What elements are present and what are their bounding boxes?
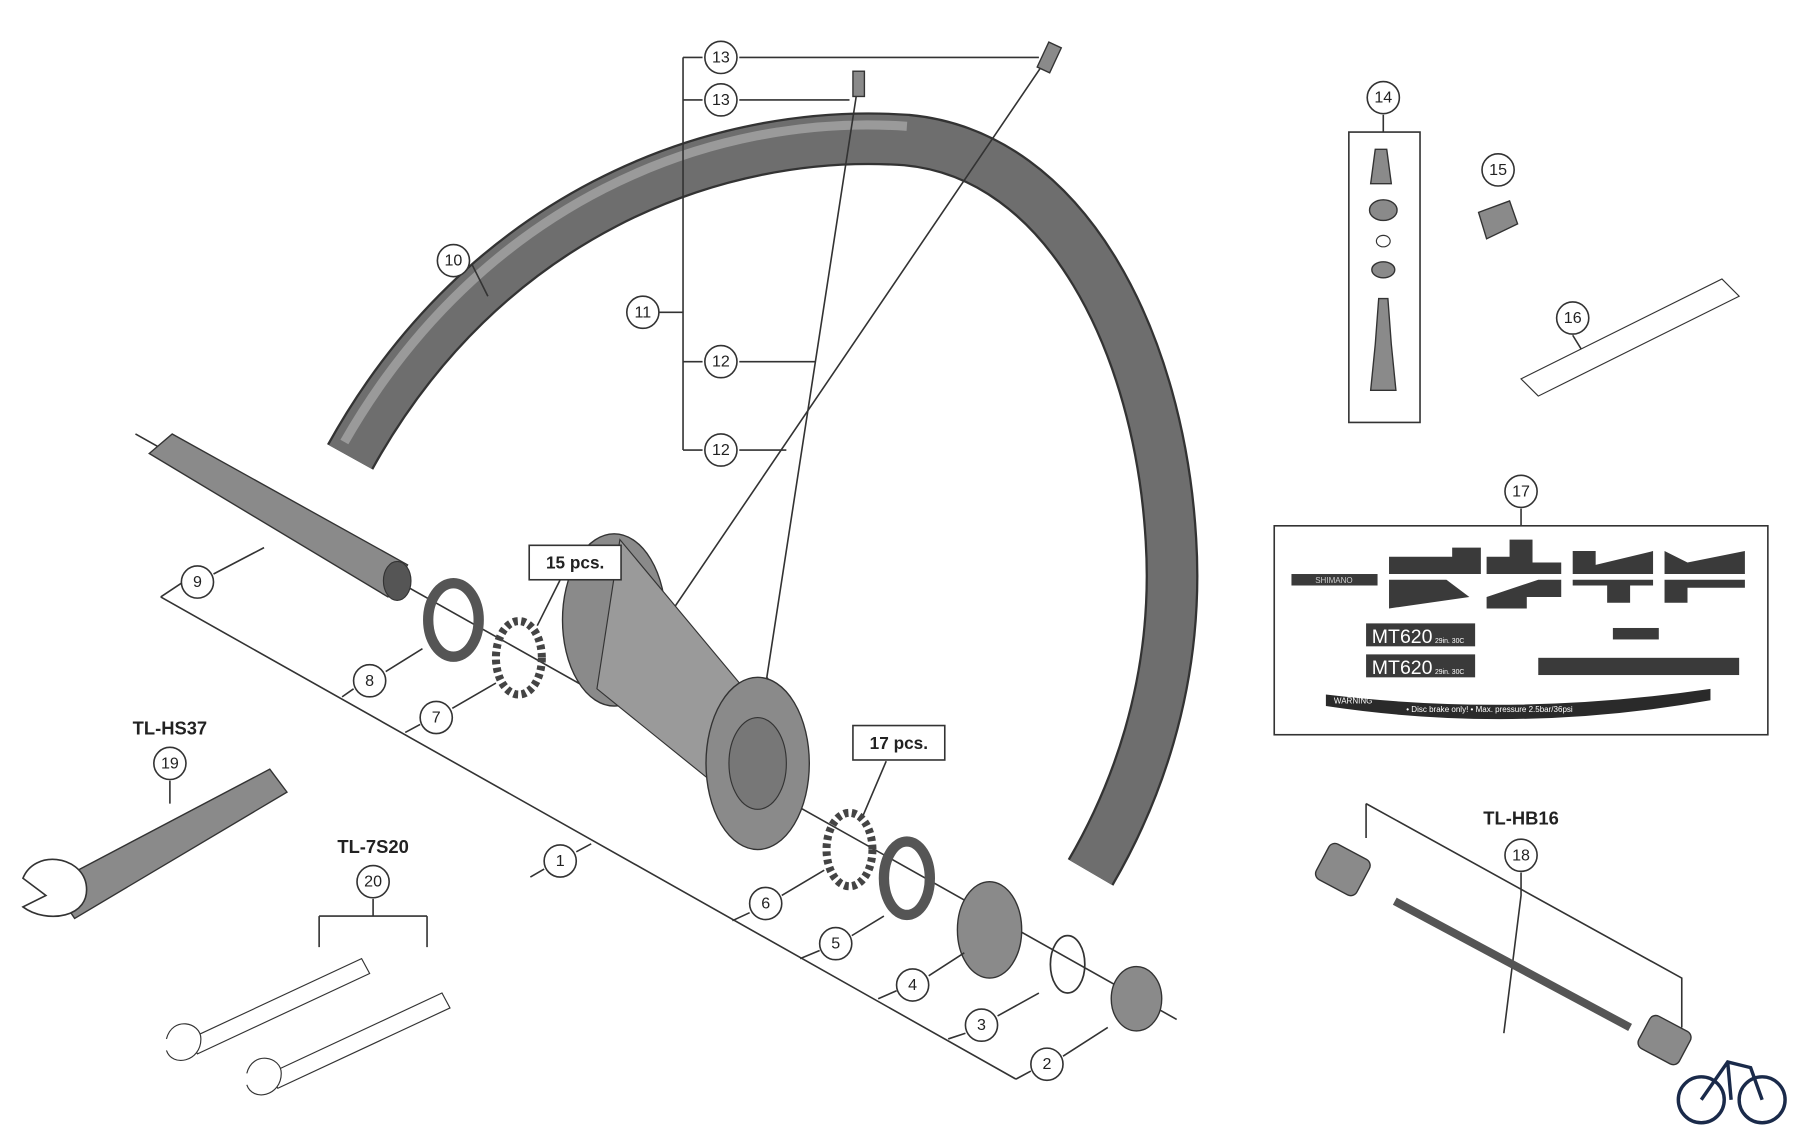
callout-15: 15 — [1481, 153, 1515, 187]
tl-hs37-wrench — [21, 768, 289, 920]
tool-label-tl-hb16: TL-HB16 — [1483, 807, 1558, 828]
callout-12b: 12 — [704, 433, 738, 467]
callout-17: 17 — [1504, 474, 1538, 509]
callout-12a: 12 — [704, 344, 738, 379]
small-parts — [423, 578, 1163, 1032]
callout-2: 2 — [1030, 1047, 1064, 1082]
svg-text:8: 8 — [365, 672, 374, 690]
tubeless-valve — [1368, 148, 1398, 392]
qty-15-pcs: 15 pcs. — [528, 544, 622, 581]
leader-lines — [160, 56, 1683, 1080]
svg-text:6: 6 — [761, 894, 770, 912]
callout-20: 20 — [356, 864, 390, 899]
callout-4: 4 — [895, 968, 930, 1002]
callout-7: 7 — [419, 700, 454, 735]
hub — [561, 533, 811, 851]
callout-6: 6 — [748, 886, 783, 921]
decal-brand: SHIMANO — [1315, 576, 1352, 585]
decal-size-a: 29in. 30C — [1435, 638, 1464, 645]
rim — [327, 112, 1199, 886]
callout-3: 3 — [964, 1008, 999, 1043]
svg-text:12: 12 — [712, 441, 730, 459]
decal-warning: WARNING — [1334, 697, 1372, 706]
tool-label-tl-hs37: TL-HS37 — [133, 718, 207, 739]
svg-text:5: 5 — [831, 935, 840, 953]
svg-text:16: 16 — [1564, 309, 1582, 327]
tl-7s20-wrenches — [165, 957, 451, 1096]
svg-text:20: 20 — [364, 873, 382, 891]
svg-text:10: 10 — [445, 252, 463, 270]
bicycle-logo-icon — [1676, 1059, 1787, 1125]
callout-5: 5 — [818, 926, 853, 961]
tool-label-tl-7s20: TL-7S20 — [337, 836, 408, 857]
svg-text:19: 19 — [161, 754, 179, 772]
svg-text:15: 15 — [1489, 161, 1507, 179]
callout-16: 16 — [1555, 301, 1590, 335]
callout-14: 14 — [1366, 80, 1401, 115]
callout-13a: 13 — [704, 40, 738, 75]
svg-text:18: 18 — [1512, 846, 1530, 864]
svg-text:4: 4 — [908, 976, 917, 994]
svg-text:2: 2 — [1042, 1055, 1051, 1073]
decal-set: SHIMANO MT620 29in. 30C MT620 29in. 30C … — [1273, 525, 1769, 736]
decal-model-a: MT620 — [1372, 626, 1433, 648]
tl-hb16-tool — [1314, 842, 1692, 1066]
svg-text:13: 13 — [712, 48, 730, 66]
callout-8: 8 — [352, 663, 387, 698]
decal-model-b: MT620 — [1372, 657, 1433, 679]
decal-warning-text: • Disc brake only! • Max. pressure 2.5ba… — [1406, 705, 1573, 714]
callout-11: 11 — [625, 295, 660, 330]
svg-text:17: 17 — [1512, 482, 1530, 500]
svg-text:11: 11 — [635, 303, 652, 321]
svg-text:15 pcs.: 15 pcs. — [546, 553, 604, 573]
svg-text:13: 13 — [712, 91, 730, 109]
callout-18: 18 — [1504, 838, 1538, 873]
valve-nut — [1477, 200, 1519, 240]
callout-13b: 13 — [704, 83, 738, 117]
svg-text:3: 3 — [977, 1016, 986, 1034]
callout-1: 1 — [543, 844, 578, 878]
svg-text:12: 12 — [712, 353, 730, 371]
svg-text:1: 1 — [556, 852, 565, 870]
svg-text:7: 7 — [432, 709, 441, 727]
callout-19: 19 — [153, 746, 187, 781]
callout-9: 9 — [180, 565, 215, 599]
svg-text:17 pcs.: 17 pcs. — [870, 733, 928, 753]
svg-text:14: 14 — [1374, 89, 1392, 107]
decal-size-b: 29in. 30C — [1435, 669, 1464, 676]
svg-text:9: 9 — [193, 573, 202, 591]
rim-tape — [1520, 278, 1741, 397]
qty-17-pcs: 17 pcs. — [852, 724, 946, 761]
callout-10: 10 — [436, 243, 471, 278]
